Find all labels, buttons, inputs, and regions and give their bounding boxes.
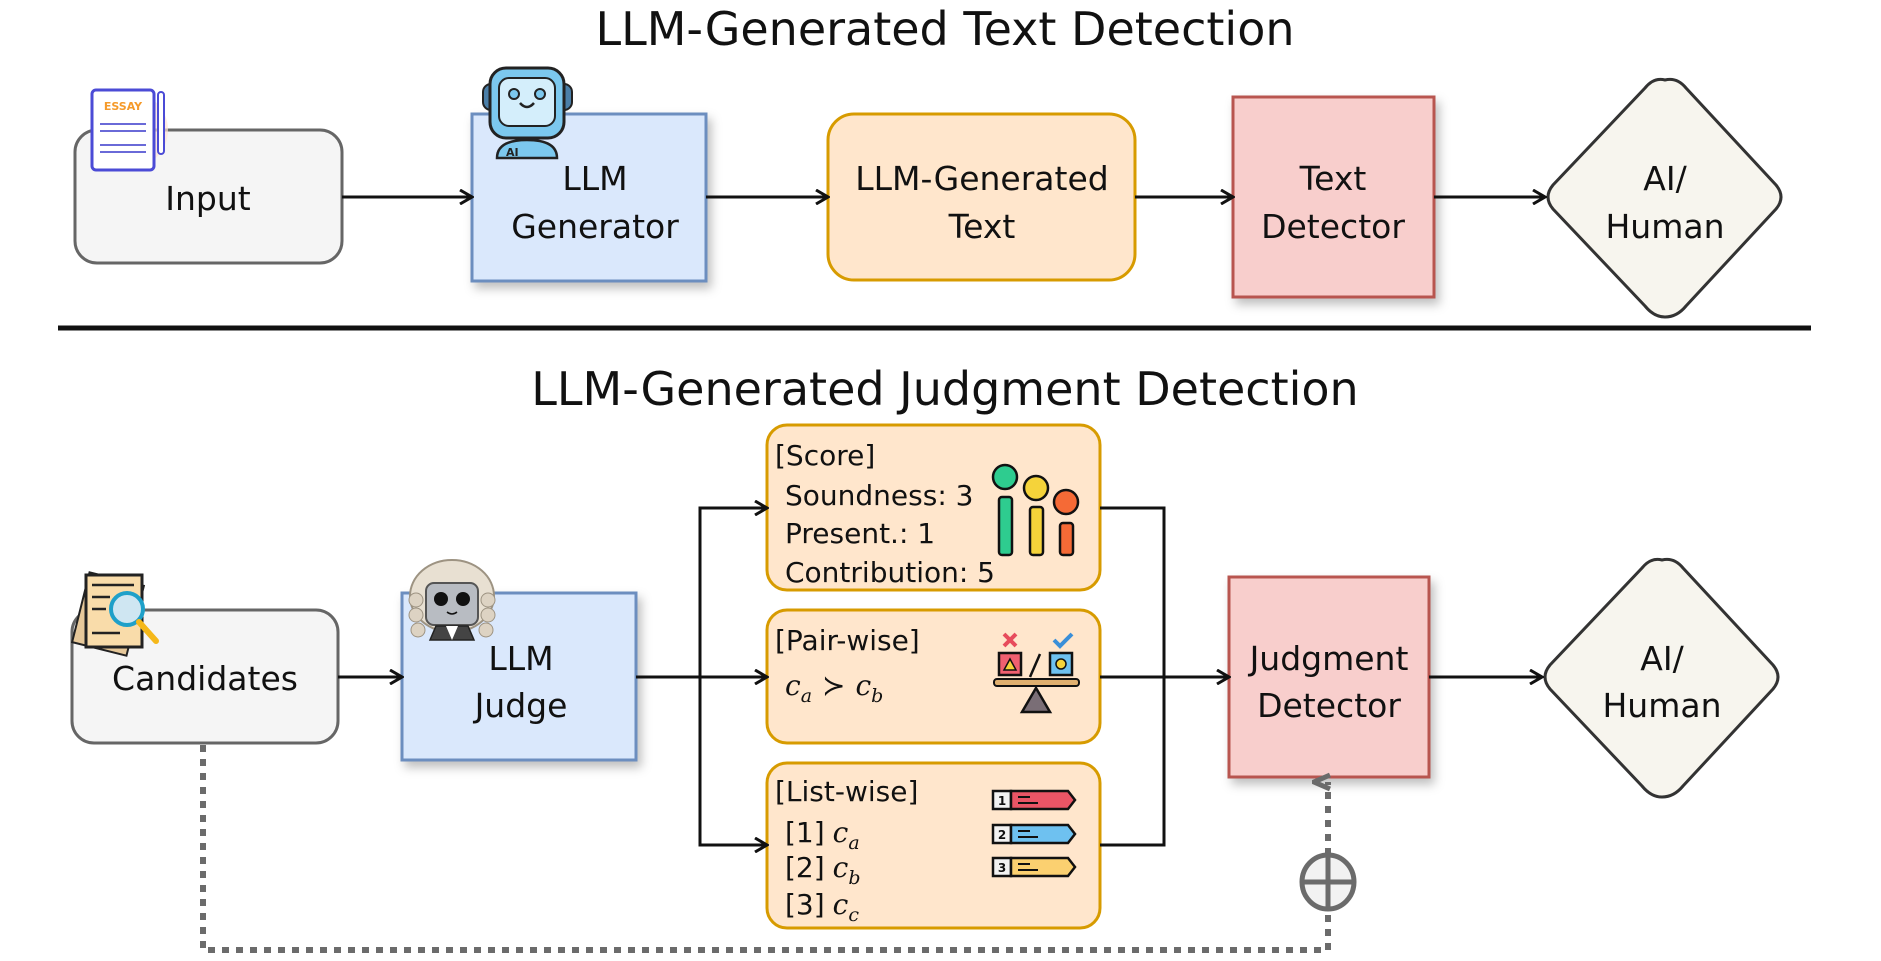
svg-text:2: 2 [998, 828, 1006, 842]
bottom-output-label-1: AI/ [1640, 639, 1684, 678]
llm-judge-label-1: LLM [488, 639, 553, 678]
generated-text-label-1: LLM-Generated [855, 159, 1108, 198]
top-output-label-1: AI/ [1643, 159, 1687, 198]
combine-plus-icon [1299, 852, 1357, 912]
svg-text:ESSAY: ESSAY [104, 100, 143, 113]
listwise-item-1: [1]ca [785, 816, 860, 854]
generated-text-label-2: Text [948, 207, 1016, 246]
text-detector-label-1: Text [1299, 159, 1367, 198]
input-label: Input [165, 179, 251, 218]
candidates-label: Candidates [112, 659, 298, 698]
judge-robot-icon [408, 559, 496, 641]
pairwise-format-node[interactable]: [Pair-wise] ca≻cb [765, 608, 1102, 745]
bottom-output-decision[interactable]: AI/ Human [1543, 557, 1780, 799]
ranking-tag-1: 1 [991, 789, 1077, 811]
pairwise-header: [Pair-wise] [775, 624, 920, 657]
top-output-label-2: Human [1605, 207, 1724, 246]
balance-scale-icon [993, 632, 1080, 714]
pairwise-expression: ca≻cb [785, 669, 883, 707]
listwise-format-node[interactable]: [List-wise] [1]ca [2]cb [3]cc [765, 761, 1102, 930]
svg-text:AI: AI [506, 146, 519, 159]
score-line-presentation: Present.: 1 [785, 517, 935, 550]
judgment-detector-label-1: Judgment [1248, 639, 1409, 678]
score-format-node[interactable]: [Score] Soundness: 3 Present.: 1 Contrib… [765, 423, 1102, 592]
bottom-section-title: LLM-Generated Judgment Detection [531, 362, 1358, 416]
llm-generator-label-2: Generator [511, 207, 679, 246]
score-header: [Score] [775, 439, 875, 472]
ranking-tag-2: 2 [991, 823, 1077, 845]
essay-icon: ESSAY [90, 88, 168, 172]
top-output-decision[interactable]: AI/ Human [1546, 77, 1783, 319]
text-detector-node[interactable]: Text Detector [1231, 95, 1436, 299]
llm-generator-label-1: LLM [562, 159, 627, 198]
ranking-list-icon: 1 2 3 [991, 789, 1077, 878]
robot-icon: AI [482, 66, 573, 160]
listwise-item-3: [3]cc [785, 888, 859, 926]
llm-judge-label-2: Judge [473, 686, 568, 725]
listwise-header: [List-wise] [775, 775, 918, 808]
svg-text:3: 3 [998, 861, 1006, 875]
top-section-title: LLM-Generated Text Detection [595, 2, 1294, 56]
bottom-output-label-2: Human [1602, 686, 1721, 725]
svg-text:1: 1 [998, 794, 1006, 808]
document-search-icon [70, 571, 159, 657]
score-line-soundness: Soundness: 3 [785, 479, 973, 512]
edge-judge-to-listwise [698, 677, 767, 845]
listwise-item-2: [2]cb [785, 851, 861, 889]
ranking-tag-3: 3 [991, 856, 1077, 878]
rating-bars-icon [991, 463, 1080, 557]
score-line-contribution: Contribution: 5 [785, 556, 995, 589]
judgment-detector-label-2: Detector [1257, 686, 1401, 725]
candidates-skip-connection [200, 745, 1331, 953]
llm-generated-text-node[interactable]: LLM-Generated Text [826, 112, 1137, 282]
edge-judge-to-score [698, 508, 767, 677]
judgment-detector-node[interactable]: Judgment Detector [1227, 575, 1431, 779]
text-detector-label-2: Detector [1261, 207, 1405, 246]
